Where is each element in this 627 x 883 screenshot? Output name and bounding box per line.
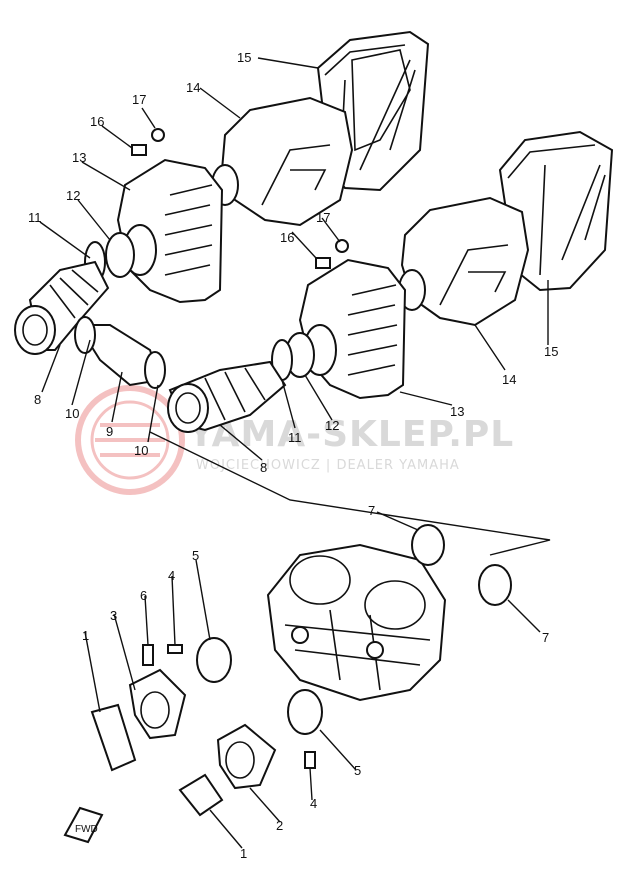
air-cleaner-body-front xyxy=(298,258,407,400)
carburetor-joint-2 xyxy=(216,723,277,790)
washer-17-rear xyxy=(151,128,165,142)
callout-16-front: 16 xyxy=(280,230,294,245)
pin-6 xyxy=(142,644,154,666)
callout-13-front: 13 xyxy=(450,404,464,419)
gasket-1-left xyxy=(90,703,137,772)
callout-7-upper: 7 xyxy=(368,503,375,518)
callout-5-left: 5 xyxy=(192,548,199,563)
callout-13-rear: 13 xyxy=(72,150,86,165)
callout-6: 6 xyxy=(140,588,147,603)
washer-17-front xyxy=(335,239,349,253)
carb-clamp-7-lower xyxy=(478,564,512,606)
joint-ring-rear xyxy=(105,232,135,278)
front-marker-label: FWD xyxy=(75,824,98,835)
callout-16-rear: 16 xyxy=(90,114,104,129)
carburetor-joint-3 xyxy=(128,668,187,740)
callout-8-front: 8 xyxy=(260,460,267,475)
callout-11-front: 11 xyxy=(288,430,302,445)
callout-3: 3 xyxy=(110,608,117,623)
screw-4-right xyxy=(304,751,316,769)
carburetor-assembly xyxy=(266,543,447,702)
callout-15-rear: 15 xyxy=(237,50,251,65)
callout-12-front: 12 xyxy=(325,418,339,433)
callout-14-rear: 14 xyxy=(186,80,200,95)
callout-14-front: 14 xyxy=(502,372,516,387)
bolt-16-rear xyxy=(131,144,147,156)
callout-15-front: 15 xyxy=(544,344,558,359)
callout-4-left: 4 xyxy=(168,568,175,583)
carb-clamp-7-upper xyxy=(411,524,445,566)
callout-12-rear: 12 xyxy=(66,188,80,203)
callout-5-right: 5 xyxy=(354,763,361,778)
callout-2: 2 xyxy=(276,818,283,833)
front-direction-marker: FWD xyxy=(63,806,104,844)
joint-hose-front xyxy=(167,360,287,433)
callout-9: 9 xyxy=(106,424,113,439)
connecting-pipe xyxy=(74,316,166,389)
callout-8-rear: 8 xyxy=(34,392,41,407)
bolt-16-front xyxy=(315,257,331,269)
assembly-connector-line xyxy=(149,431,551,556)
air-box-front xyxy=(398,196,530,327)
callout-7-lower: 7 xyxy=(542,630,549,645)
watermark-logo xyxy=(75,385,185,495)
manifold-clamp-5-left xyxy=(196,637,232,683)
callout-10-rear: 10 xyxy=(65,406,79,421)
screw-4-left xyxy=(167,644,183,654)
callout-1-right: 1 xyxy=(240,846,247,861)
callout-1-left: 1 xyxy=(82,628,89,643)
air-cleaner-body-rear xyxy=(116,158,224,304)
gasket-1-right xyxy=(178,773,224,817)
air-box-rear xyxy=(211,96,354,227)
callout-17-front: 17 xyxy=(316,210,330,225)
watermark-subtitle: WOJCIECHOWICZ | DEALER YAMAHA xyxy=(196,458,460,473)
leader-lines xyxy=(39,57,549,849)
callout-17-rear: 17 xyxy=(132,92,146,107)
watermark-brand: YAMA-SKLEP.PL xyxy=(187,414,514,455)
manifold-clamp-5-right xyxy=(287,689,323,735)
callout-10-front: 10 xyxy=(134,443,148,458)
callout-4-right: 4 xyxy=(310,796,317,811)
callout-11-rear: 11 xyxy=(28,210,42,225)
joint-hose-rear xyxy=(14,260,110,355)
